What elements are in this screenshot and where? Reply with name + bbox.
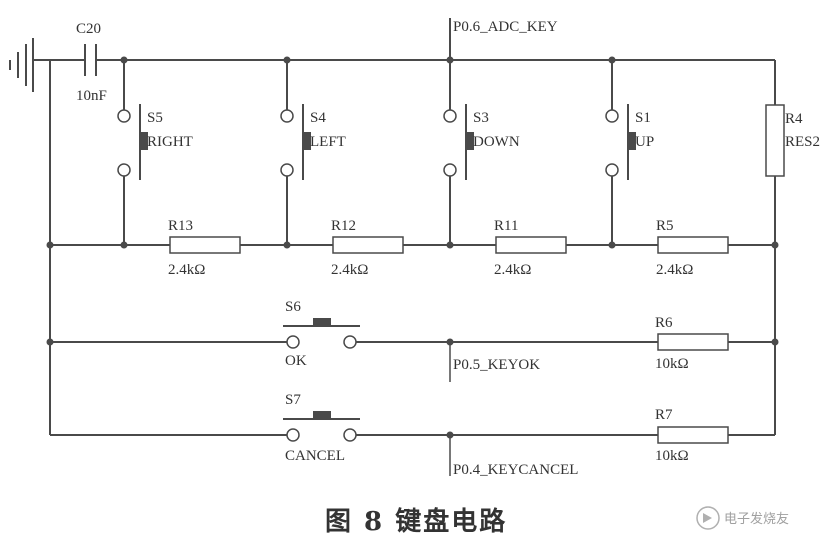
r7-label: R7 (655, 407, 673, 423)
s3-name-label: DOWN (473, 134, 520, 150)
c20-label: C20 (76, 21, 101, 37)
s3-label: S3 (473, 110, 489, 126)
s5-name-label: RIGHT (147, 134, 193, 150)
resistor-r12 (332, 236, 404, 254)
net-keyok-label: P0.5_KEYOK (453, 357, 540, 373)
s7-name-label: CANCEL (285, 448, 345, 464)
r6-label: R6 (655, 315, 673, 331)
resistor-r11 (495, 236, 567, 254)
net-adc-key-label: P0.6_ADC_KEY (453, 19, 558, 35)
r5-value-label: 2.4kΩ (656, 262, 693, 278)
s1-name-label: UP (635, 134, 654, 150)
s6-name-label: OK (285, 353, 307, 369)
s5-label: S5 (147, 110, 163, 126)
r5-label: R5 (656, 218, 674, 234)
figure-caption: 图 8 键盘电路 (325, 506, 507, 537)
r7-value-label: 10kΩ (655, 448, 689, 464)
r12-label: R12 (331, 218, 356, 234)
resistor-r5 (657, 236, 729, 254)
resistor-r6 (657, 333, 729, 351)
r12-value-label: 2.4kΩ (331, 262, 368, 278)
r13-value-label: 2.4kΩ (168, 262, 205, 278)
r4-label: R4 (785, 111, 803, 127)
s4-label: S4 (310, 110, 326, 126)
cancel-row-wires (50, 434, 775, 476)
switch-s6 (283, 318, 360, 349)
watermark-text: 电子发烧友 (724, 511, 789, 527)
ok-row-wires (50, 341, 775, 382)
watermark-logo (696, 506, 720, 530)
resistor-r13 (169, 236, 241, 254)
switch-wires (123, 60, 613, 245)
r11-value-label: 2.4kΩ (494, 262, 531, 278)
ground-symbol (9, 38, 50, 92)
switch-s4 (280, 104, 311, 180)
switch-s3 (443, 104, 474, 180)
r4-value-label: RES2 (785, 134, 820, 150)
switch-s5 (117, 104, 148, 180)
c20-value-label: 10nF (76, 88, 107, 104)
switch-s7 (283, 411, 360, 442)
r11-label: R11 (494, 218, 518, 234)
net-keycancel-label: P0.4_KEYCANCEL (453, 462, 578, 478)
switch-s1 (605, 104, 636, 180)
r6-value-label: 10kΩ (655, 356, 689, 372)
resistor-r4 (765, 104, 785, 177)
junction-dots (46, 56, 779, 439)
capacitor-c20 (50, 44, 124, 76)
resistor-r7 (657, 426, 729, 444)
s4-name-label: LEFT (310, 134, 346, 150)
s1-label: S1 (635, 110, 651, 126)
r13-label: R13 (168, 218, 193, 234)
s6-label: S6 (285, 299, 301, 315)
s7-label: S7 (285, 392, 301, 408)
